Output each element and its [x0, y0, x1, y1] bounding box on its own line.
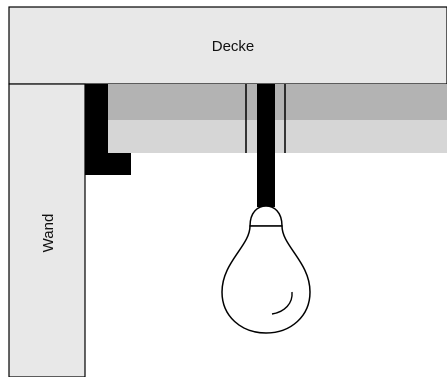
wall [8, 83, 86, 377]
ceiling-slab [8, 6, 447, 85]
wall-cable [85, 84, 131, 175]
wall-label: Wand [40, 214, 57, 253]
pendant-cable [257, 84, 275, 207]
light-bulb [221, 225, 311, 334]
bulb-highlight [271, 291, 293, 315]
bulb-socket [249, 205, 283, 227]
ceiling-label: Decke [212, 38, 255, 55]
